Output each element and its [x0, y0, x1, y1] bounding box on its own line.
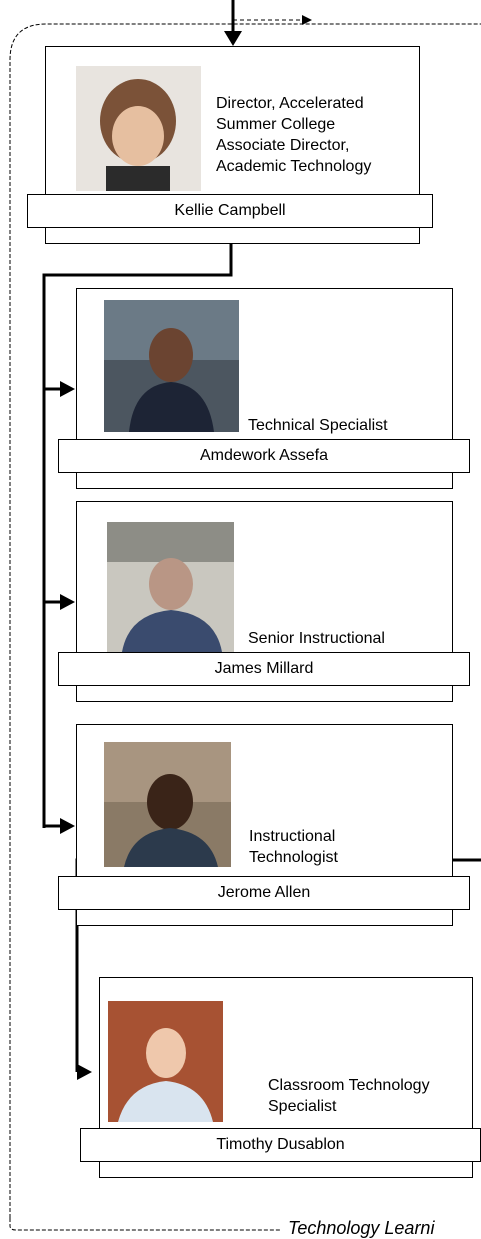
- member-name: Amdework Assefa: [58, 439, 470, 473]
- director-connector: [42, 244, 233, 828]
- arrowhead-james: [60, 594, 75, 610]
- role-kellie-campbell: Director, Accelerated Summer College Ass…: [216, 95, 372, 175]
- person-photo-icon: [104, 300, 239, 432]
- member-name: James Millard: [58, 652, 470, 686]
- arrowhead-jerome: [60, 818, 75, 834]
- name-plate-timothy-dusablon: Timothy Dusablon: [80, 1128, 481, 1162]
- arrowhead-amdework: [60, 381, 75, 397]
- role-jerome-allen: Instructional Technologist: [249, 828, 338, 866]
- footer-caption: Technology Learni: [288, 1218, 435, 1238]
- avatar: [107, 522, 234, 652]
- role-timothy-dusablon: Classroom Technology Specialist: [268, 1077, 430, 1115]
- person-photo-icon: [76, 66, 201, 191]
- person-photo-icon: [104, 742, 231, 867]
- member-name: Kellie Campbell: [27, 194, 433, 228]
- arrowhead-timothy: [77, 1064, 92, 1080]
- name-plate-kellie-campbell: Kellie Campbell: [27, 194, 433, 228]
- role-amdework-assefa: Technical Specialist: [248, 417, 388, 434]
- avatar: [108, 1001, 223, 1122]
- member-name: Jerome Allen: [58, 876, 470, 910]
- avatar: [104, 742, 231, 867]
- name-plate-amdework-assefa: Amdework Assefa: [58, 439, 470, 473]
- top-arrowhead: [224, 31, 242, 46]
- dashed-arrowhead: [302, 15, 312, 25]
- name-plate-jerome-allen: Jerome Allen: [58, 876, 470, 910]
- group-boundary: [9, 23, 481, 1218]
- person-photo-icon: [108, 1001, 223, 1122]
- name-plate-james-millard: James Millard: [58, 652, 470, 686]
- member-name: Timothy Dusablon: [80, 1128, 481, 1162]
- avatar: [104, 300, 239, 432]
- group-boundary-bottom: [9, 1218, 280, 1231]
- avatar: [76, 66, 201, 191]
- person-photo-icon: [107, 522, 234, 652]
